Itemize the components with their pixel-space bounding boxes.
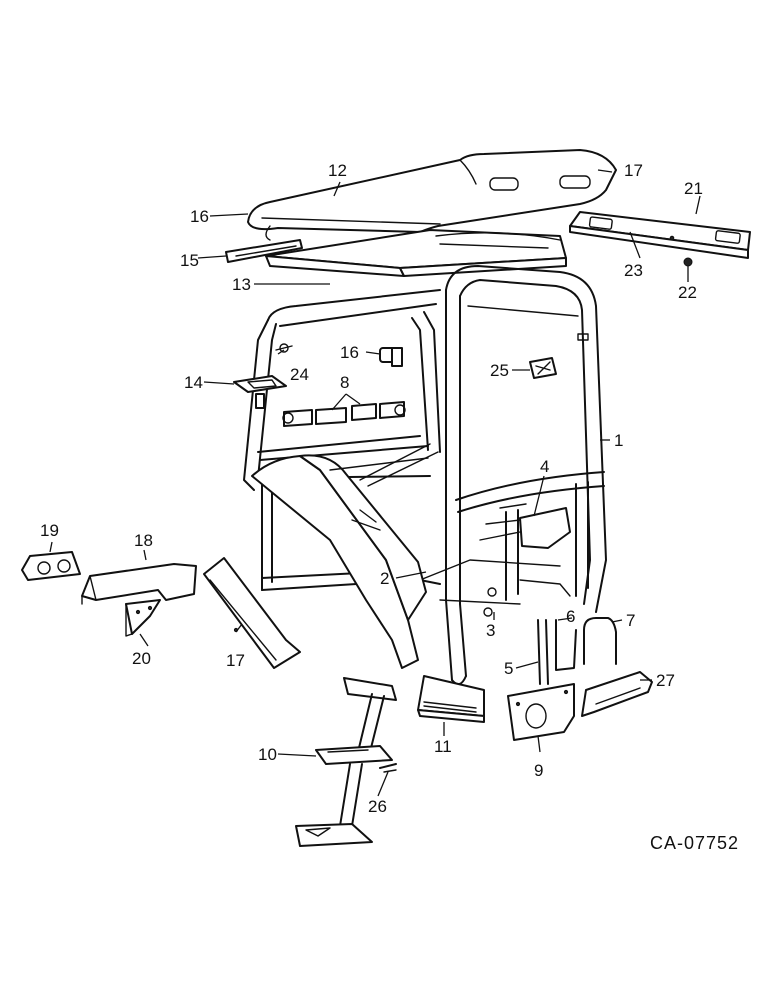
callout-10: 10: [258, 745, 277, 764]
cover-19: [81, 563, 197, 605]
callout-27: 26: [368, 797, 387, 816]
roof-liner: [265, 229, 567, 277]
strip-6: [555, 619, 577, 671]
lamp-housing-20: [21, 551, 81, 581]
roof-panel: [247, 149, 617, 241]
pad-14: [233, 375, 287, 409]
callout-19: 18: [134, 531, 153, 550]
drawing-number: CA-07752: [650, 833, 739, 853]
callout-18: 17: [226, 651, 245, 670]
callout-12: 12: [328, 161, 347, 180]
u-bracket-7: [583, 617, 617, 665]
seat-belt: [282, 401, 406, 427]
callout-2: 2: [380, 569, 389, 588]
callout-13: 13: [232, 275, 251, 294]
cab-frame: [243, 265, 607, 686]
bolt-25: [275, 343, 293, 353]
callout-8: 8: [340, 373, 349, 392]
side-panel-9: [507, 683, 575, 741]
callout-1: 1: [614, 431, 623, 450]
cover-28: [581, 671, 653, 717]
callout-25: 24: [290, 365, 309, 384]
panel-18: [203, 557, 301, 669]
callout-21: 20: [132, 649, 151, 668]
leader-lines: [49, 169, 701, 797]
callout-labels: 12 16 17 21 15 13 23 22 16 24 14 8 25 1 …: [40, 161, 703, 816]
callout-26: 25: [490, 361, 509, 380]
callout-16: 16: [340, 343, 359, 362]
callout-15: 15: [180, 251, 199, 270]
callout-7: 7: [626, 611, 635, 630]
step-11: [417, 675, 485, 723]
callout-3: 3: [486, 621, 495, 640]
callout-23: 22: [678, 283, 697, 302]
strip-5: [537, 619, 549, 685]
callout-22: 21: [684, 179, 703, 198]
callout-24: 23: [624, 261, 643, 280]
bracket-21: [125, 599, 161, 637]
callout-17-right: 17: [624, 161, 643, 180]
seat-cushion: [479, 503, 571, 549]
callout-6: 6: [566, 607, 575, 626]
step-assembly: [295, 677, 397, 847]
callout-5: 5: [504, 659, 513, 678]
callout-17-left: 16: [190, 207, 209, 226]
knob-nut: [683, 257, 693, 267]
roof-seal-strip: [225, 239, 303, 263]
callout-4: 4: [540, 457, 549, 476]
callout-9: 9: [534, 761, 543, 780]
decal-plate-26: [529, 357, 557, 379]
callout-28: 27: [656, 671, 675, 690]
console-fender: [251, 454, 429, 669]
pin-27: [379, 763, 397, 773]
callout-20: 19: [40, 521, 59, 540]
bracket-16: [379, 347, 403, 367]
callout-14: 14: [184, 373, 203, 392]
callout-11: 11: [434, 737, 452, 756]
rear-roof-panel: [569, 211, 751, 259]
